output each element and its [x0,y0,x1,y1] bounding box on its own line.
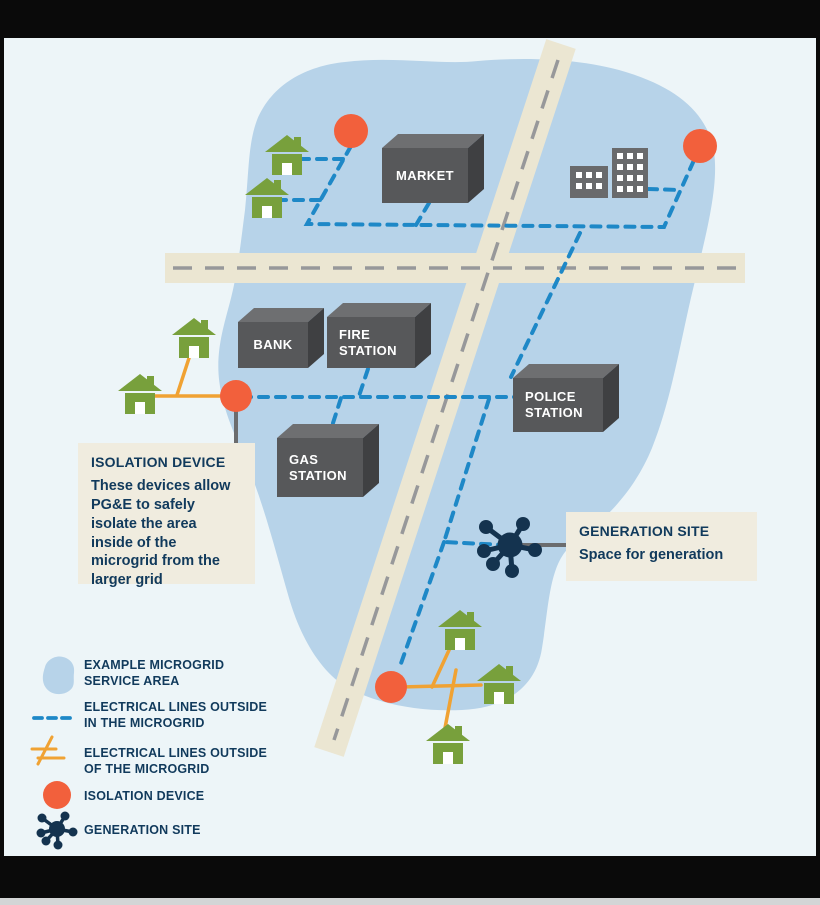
top-frame-bar [0,0,820,38]
isolation-device-callout: ISOLATION DEVICE These devices allow PG&… [78,443,255,588]
fire-station-label: FIRE STATION [339,326,397,358]
legend-item-service-area: EXAMPLE MICROGRID SERVICE AREA [84,658,225,689]
bottom-strip [0,898,820,905]
office-buildings [570,148,648,198]
isolation-device-icon [43,781,71,809]
isolation-callout-body: These devices allow PG&E to safely isola… [91,478,231,589]
service-area-blob-icon [42,656,75,695]
market-label-text: MARKET [395,167,454,183]
building-bank [238,308,324,368]
legend-item-microgrid-lines: ELECTRICAL LINES OUTSIDE IN THE MICROGRI… [84,700,268,731]
generation-callout-body: Space for generation [579,547,724,563]
service-area-blob [218,59,716,711]
building-gas-station [277,424,379,497]
bottom-frame-bar [0,856,820,898]
legend-item-isolation-device: ISOLATION DEVICE [84,789,205,803]
isolation-callout-title: ISOLATION DEVICE [91,454,226,470]
generation-site-marker [477,517,542,578]
outside-electrical-lines [148,350,483,730]
legend-item-outside-lines: ELECTRICAL LINES OUTSIDE OF THE MICROGRI… [84,746,268,777]
building-police-station [513,364,619,432]
market-label: MARKET [382,148,468,203]
legend-item-generation-site: GENERATION SITE [84,823,201,837]
left-frame-edge [0,0,4,898]
generation-site-callout: GENERATION SITE Space for generation [566,512,757,581]
generation-callout-title: GENERATION SITE [579,523,710,539]
police-station-label: POLICE STATION [525,389,583,420]
gas-station-label: GAS STATION [289,451,347,483]
road-diagonal-centerline [332,59,560,741]
outside-line-break-icon [30,735,66,766]
building-fire-station [327,303,431,368]
right-frame-edge [816,0,820,898]
bank-label: BANK [238,322,308,368]
building-market [382,134,484,203]
callout-connectors [234,410,575,547]
generation-site-icon [36,811,78,850]
bank-label-text: BANK [253,337,293,353]
road-horizontal [165,253,745,283]
isolation-device-markers [220,114,717,703]
